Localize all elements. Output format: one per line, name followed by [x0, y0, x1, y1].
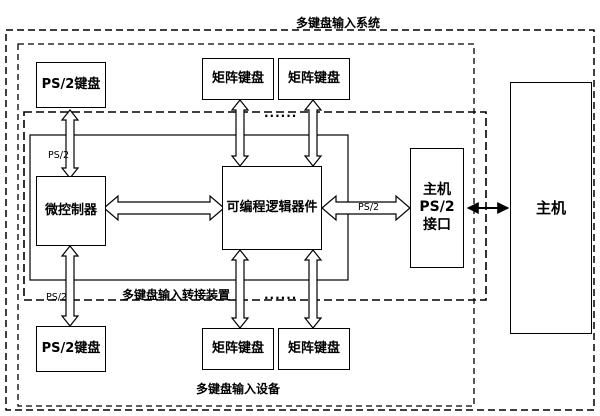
- system-title: 多键盘输入系统: [296, 16, 381, 30]
- matrix-keyboard-top-2: 矩阵键盘: [278, 58, 350, 100]
- matrix-keyboard-bottom-1: 矩阵键盘: [202, 328, 274, 370]
- ps2-tag-cpld-interface: PS/2: [358, 202, 380, 213]
- arrow-mcu-cpld: [103, 194, 225, 222]
- arrow-cpld-matrix-bottom1: [230, 249, 250, 329]
- ps2-keyboard-bottom: PS/2键盘: [36, 326, 106, 372]
- arrow-mcu-ps2kb-bottom: [60, 245, 80, 327]
- device-frame: [17, 43, 475, 407]
- matrix-keyboard-top-1: 矩阵键盘: [202, 58, 274, 100]
- converter-title: 多键盘输入转接装置: [122, 288, 231, 302]
- arrow-ps2kb-top-mcu: [60, 109, 80, 179]
- arrow-cpld-matrix-bottom2: [303, 249, 323, 329]
- arrow-matrix-top1-cpld: [230, 99, 250, 167]
- ellipsis-bottom: ......: [264, 288, 298, 302]
- ps2-keyboard-top: PS/2键盘: [36, 62, 106, 108]
- device-title: 多键盘输入设备: [196, 382, 281, 396]
- ps2-tag-top: PS/2: [48, 150, 70, 161]
- matrix-keyboard-bottom-2: 矩阵键盘: [278, 328, 350, 370]
- arrow-matrix-top2-cpld: [303, 99, 323, 167]
- mcu-box: 微控制器: [36, 176, 106, 246]
- host-box: 主机: [510, 82, 592, 334]
- cpld-box: 可编程逻辑器件: [222, 166, 322, 250]
- ps2-tag-bottom: PS/2: [46, 292, 68, 303]
- ellipsis-top: ......: [264, 106, 298, 120]
- host-interface-box: 主机 PS/2 接口: [410, 148, 464, 268]
